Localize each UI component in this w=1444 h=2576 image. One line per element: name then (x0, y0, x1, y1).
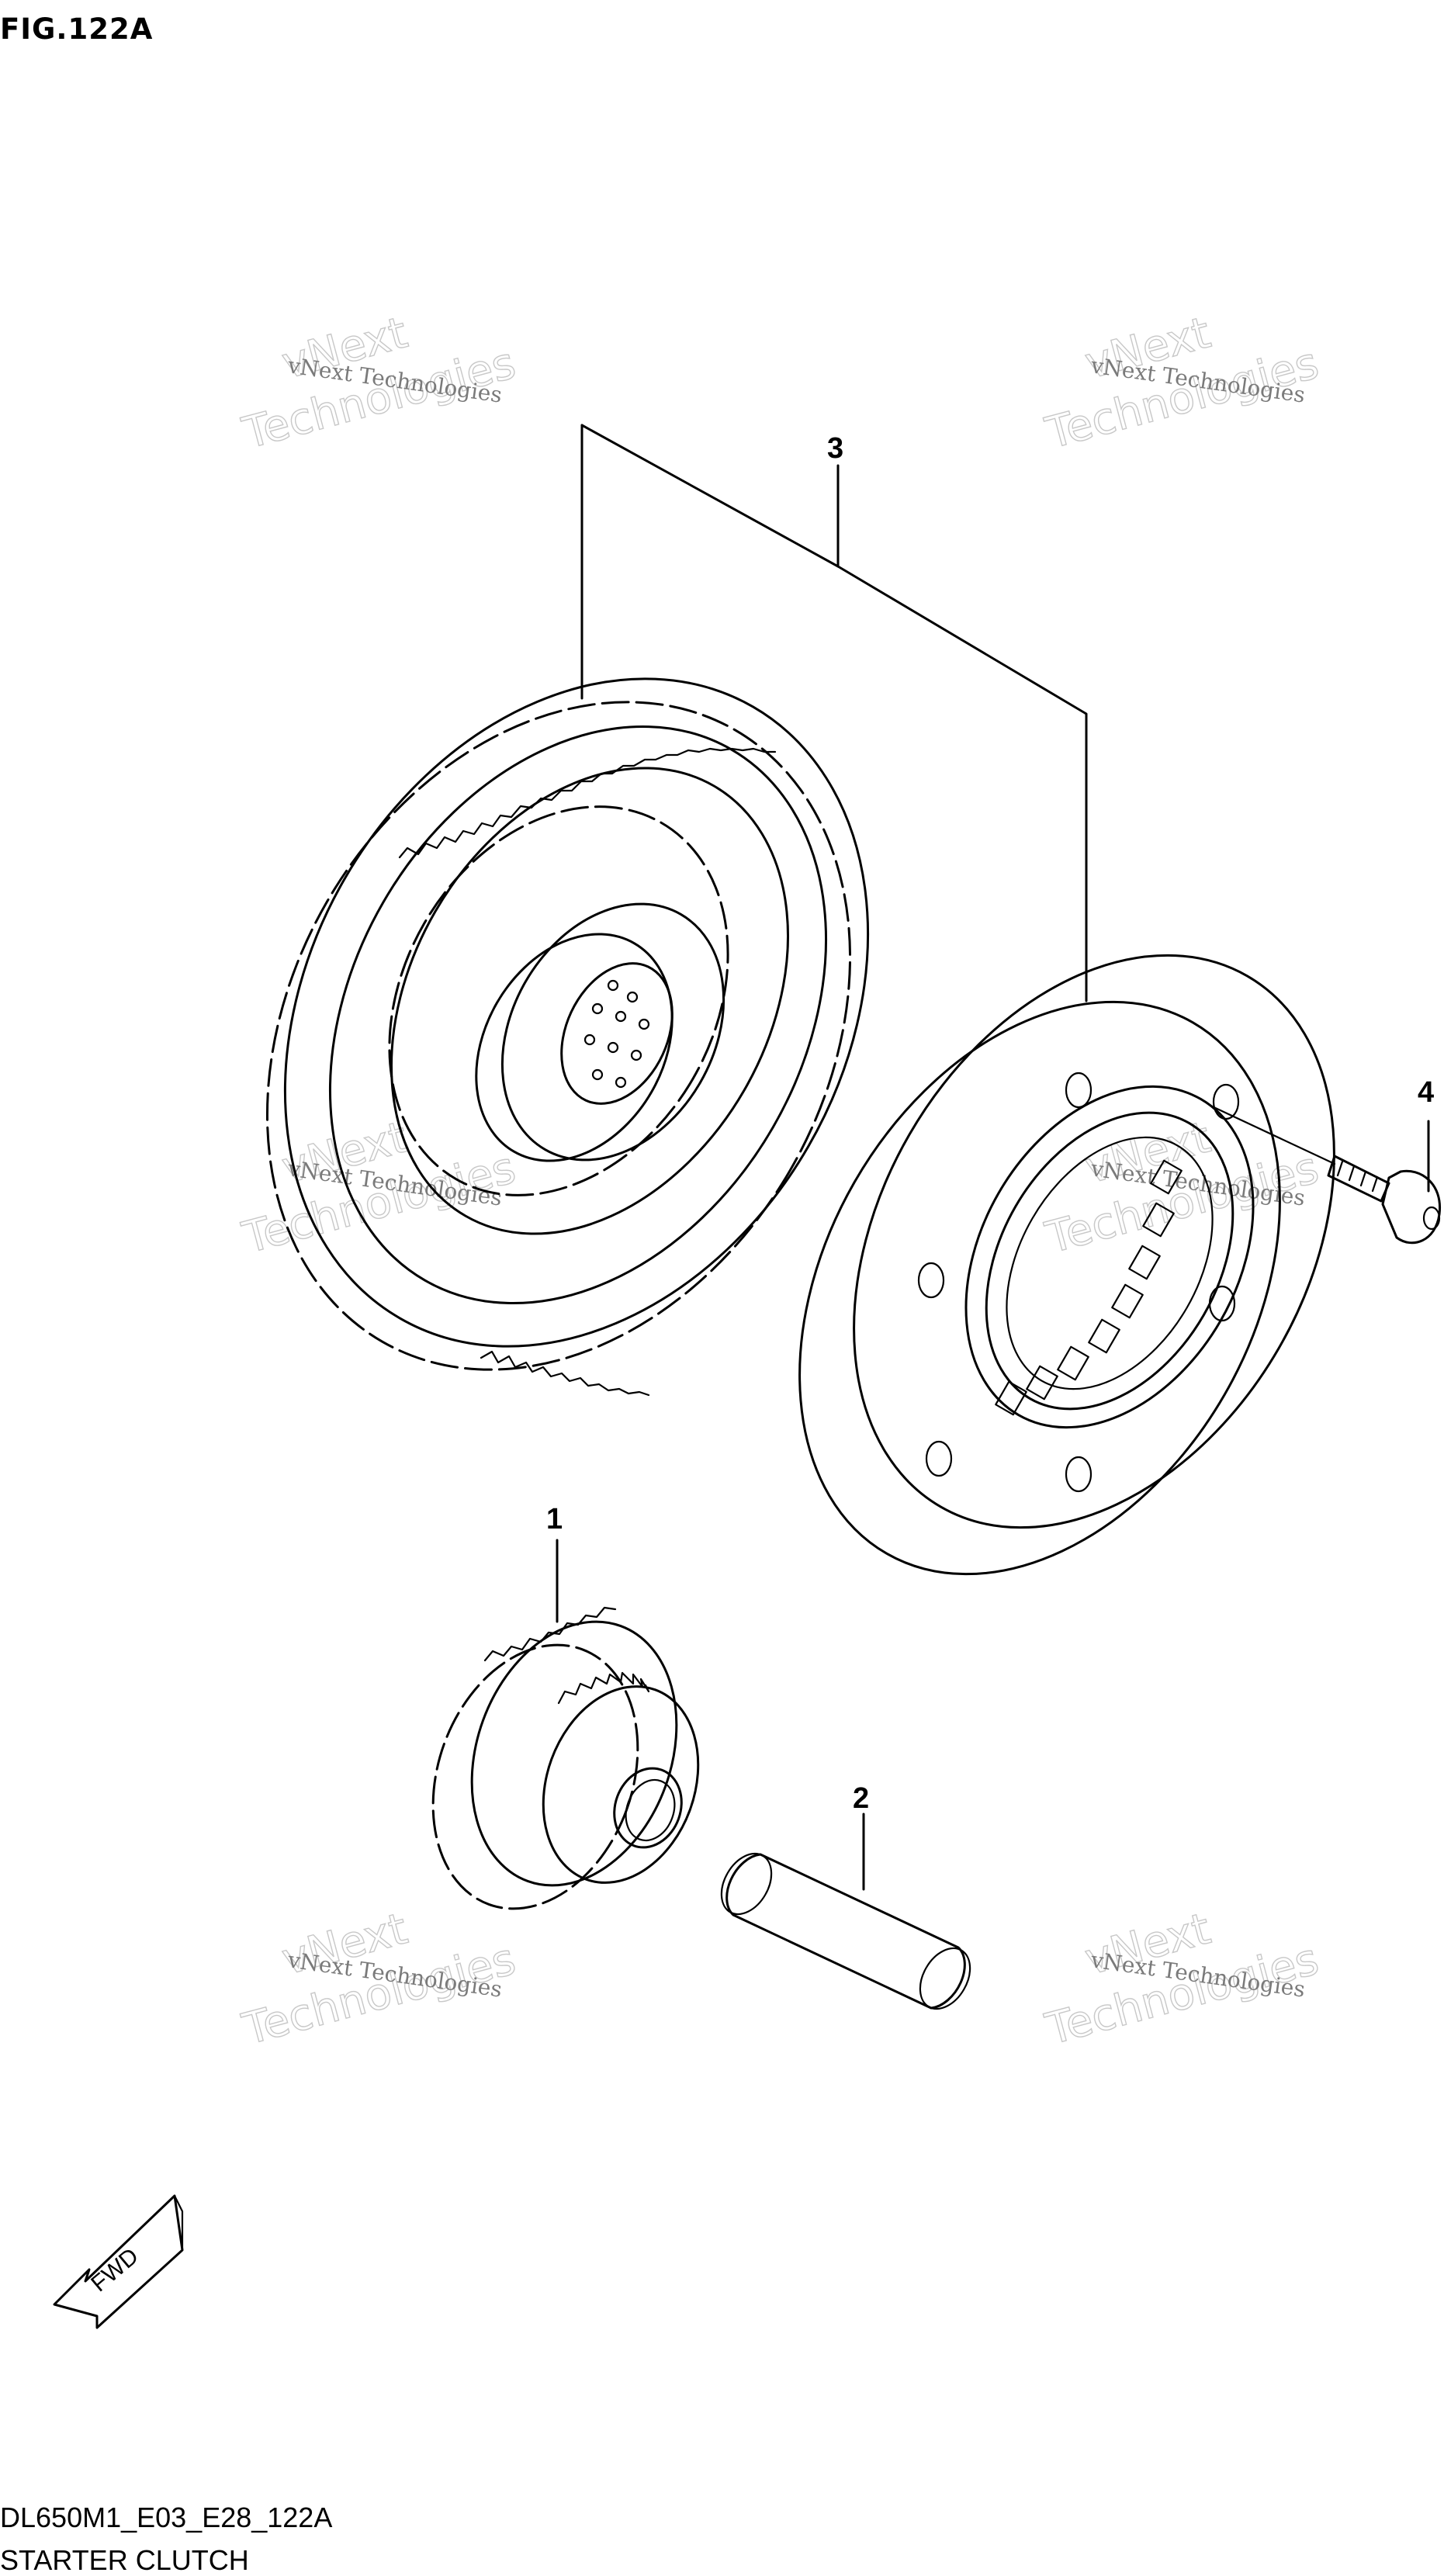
idle-gear-shaft: 2 (720, 1782, 971, 2010)
callout-4-label: 4 (1418, 1076, 1434, 1109)
watermark-top-right: vNext Technologies vNext Technologies (1040, 307, 1325, 460)
watermark-bottom-left: vNext Technologies vNext Technologies (237, 1903, 521, 2056)
starter-idle-gear: 1 (431, 1503, 700, 1910)
callout-1-label: 1 (546, 1503, 563, 1536)
figure-code: DL650M1_E03_E28_122A (0, 2502, 332, 2533)
figure-title: FIG.122A (0, 12, 153, 46)
one-way-clutch-housing (798, 954, 1335, 1576)
clutch-rollers (995, 1159, 1183, 1416)
watermark-bottom-right: vNext Technologies vNext Technologies (1040, 1903, 1325, 2056)
leader-3-right (580, 424, 1088, 1002)
bolt-part-4: 4 (1209, 1076, 1442, 1245)
callout-3-label: 3 (827, 432, 843, 465)
bearing-needle-holes (583, 979, 650, 1089)
watermark-top-left: vNext Technologies vNext Technologies (237, 307, 521, 460)
starter-driven-gear (265, 677, 870, 1397)
fwd-direction-arrow: FWD (53, 2194, 184, 2329)
figure-name: STARTER CLUTCH (0, 2544, 249, 2576)
callout-2-label: 2 (853, 1782, 869, 1815)
